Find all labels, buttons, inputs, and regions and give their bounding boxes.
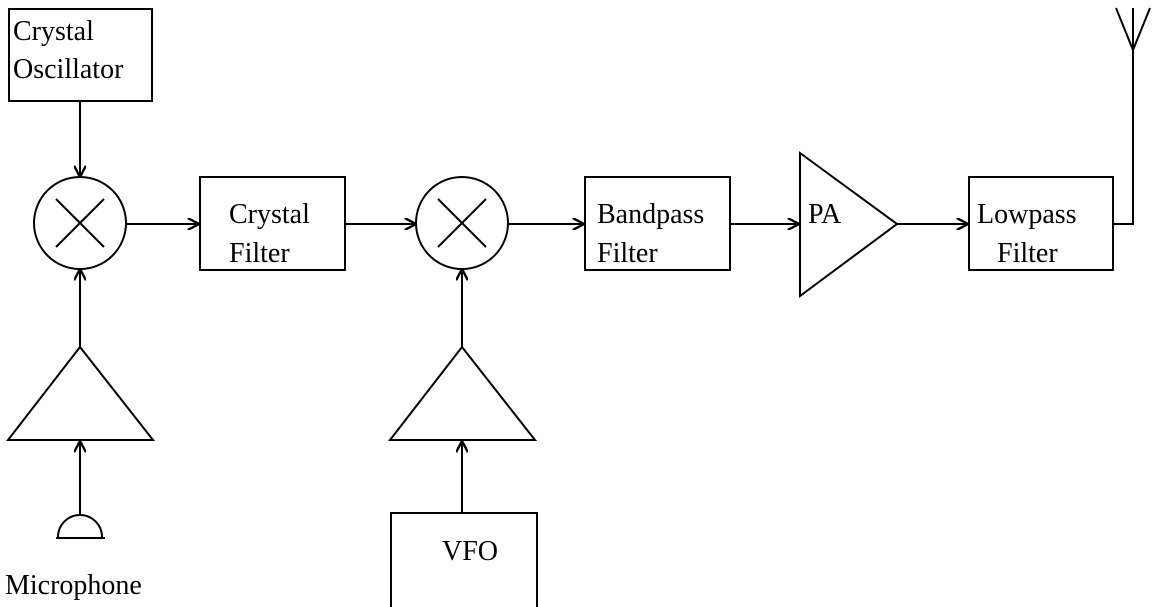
signal-paths bbox=[80, 101, 968, 515]
power-amplifier-label: PA bbox=[808, 199, 842, 230]
mixer-2-cross-b bbox=[437, 198, 487, 248]
microphone-label: Microphone bbox=[5, 570, 142, 601]
antenna-icon bbox=[1113, 7, 1151, 225]
vfo-block: VFO bbox=[390, 512, 538, 607]
crystal-filter-label-line1: Crystal bbox=[229, 199, 310, 230]
vfo-label: VFO bbox=[442, 536, 498, 567]
crystal-oscillator-label-line2: Oscillator bbox=[13, 54, 124, 85]
lowpass-filter-label-line1: Lowpass bbox=[977, 199, 1077, 230]
crystal-oscillator-label-line1: Crystal bbox=[13, 16, 94, 47]
lowpass-filter-block: Lowpass Filter bbox=[968, 176, 1114, 271]
crystal-oscillator-block: Crystal Oscillator bbox=[8, 8, 153, 102]
mixer-2 bbox=[415, 176, 509, 270]
microphone-icon bbox=[56, 514, 105, 539]
power-amplifier-triangle: PA bbox=[799, 151, 899, 298]
mixer-1 bbox=[33, 176, 127, 270]
bandpass-filter-label-line1: Bandpass bbox=[597, 199, 704, 230]
crystal-filter-label-line2: Filter bbox=[229, 238, 290, 269]
mixer-1-cross-b bbox=[55, 198, 105, 248]
crystal-filter-block: Crystal Filter bbox=[199, 176, 346, 271]
bandpass-filter-block: Bandpass Filter bbox=[584, 176, 731, 271]
bandpass-filter-label-line2: Filter bbox=[597, 238, 658, 269]
mic-amplifier-triangle bbox=[5, 345, 156, 441]
vfo-amplifier-triangle bbox=[387, 345, 538, 441]
lowpass-filter-label-line2: Filter bbox=[997, 238, 1058, 269]
